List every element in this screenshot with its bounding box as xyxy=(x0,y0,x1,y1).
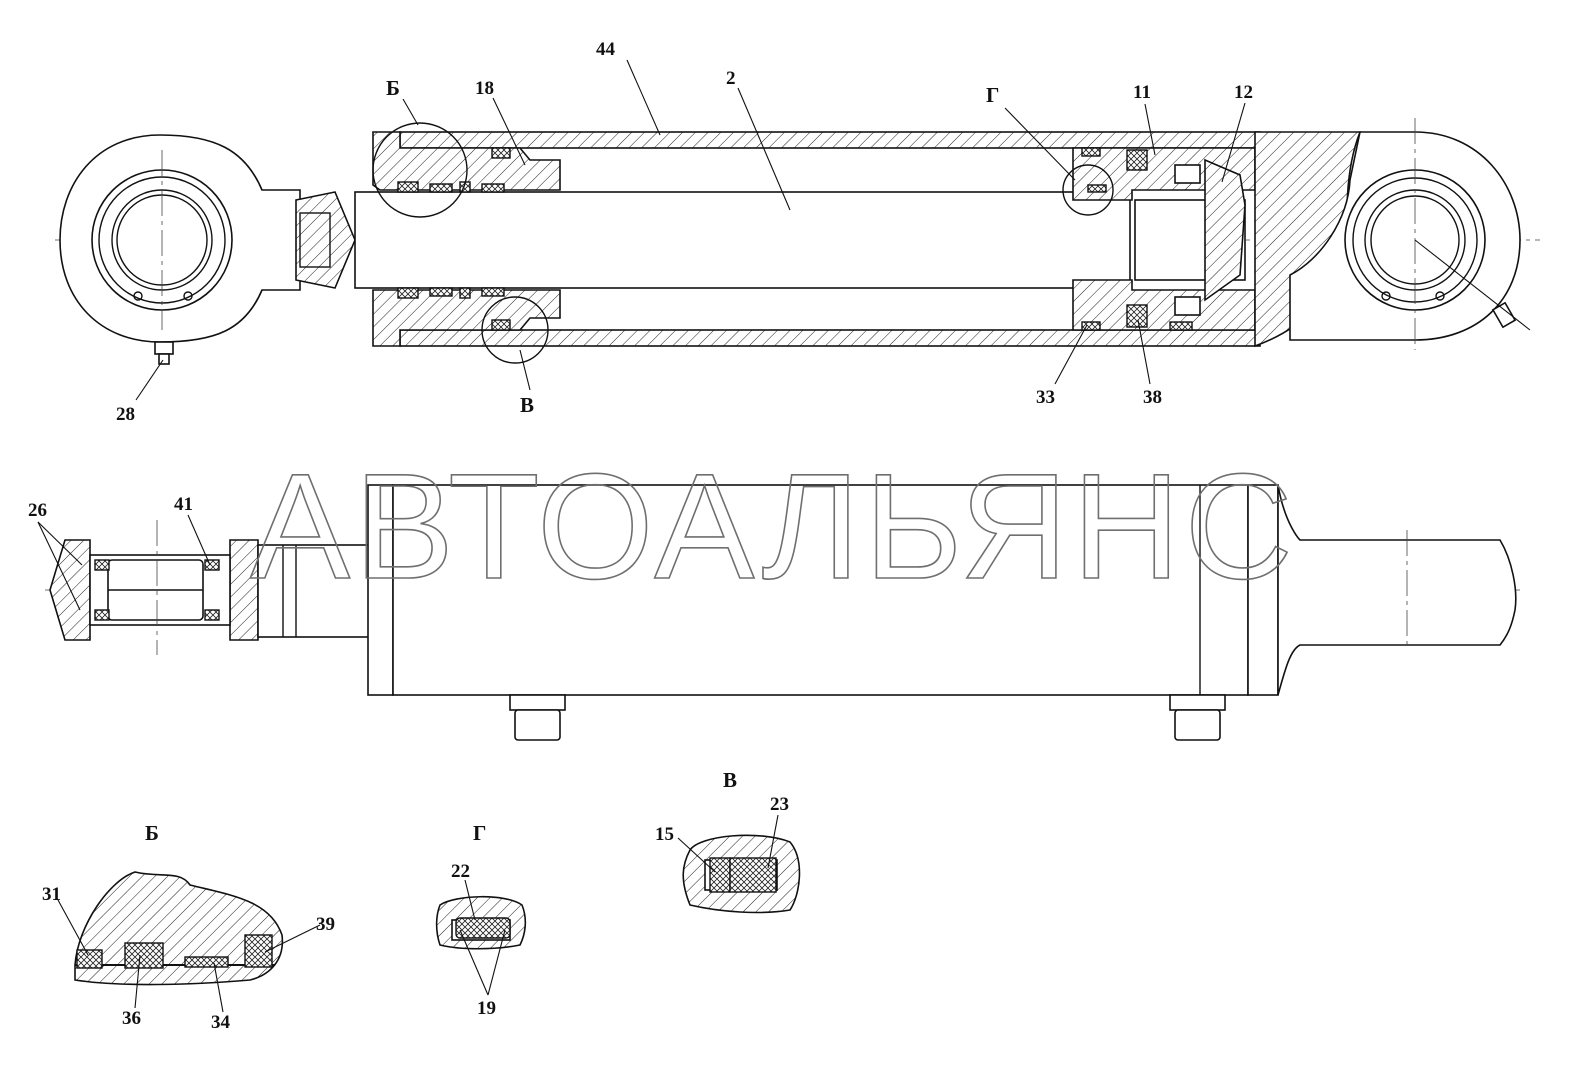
label-36: 36 xyxy=(122,1008,141,1029)
label-G-top: Г xyxy=(986,83,999,107)
piston-rod xyxy=(354,191,1131,289)
watermark: АВТОАЛЬЯНС xyxy=(250,442,1297,610)
label-44: 44 xyxy=(596,39,616,60)
cylinder-body xyxy=(392,484,1249,696)
label-23: 23 xyxy=(770,794,789,815)
detail-V xyxy=(677,814,801,914)
gland-bottom xyxy=(372,289,561,347)
side-eye-right xyxy=(1277,484,1517,696)
detail-circle-G xyxy=(1062,164,1114,216)
label-V-detail: В xyxy=(723,768,737,792)
detail-B xyxy=(57,871,321,1013)
label-B-top: Б xyxy=(386,76,400,100)
label-G-detail: Г xyxy=(473,821,486,845)
label-34: 34 xyxy=(211,1012,231,1033)
labels: 44 2 Б 18 Г 11 12 28 В 33 38 26 41 В 23 … xyxy=(28,39,1253,1033)
label-B-detail: Б xyxy=(145,821,159,845)
label-2: 2 xyxy=(726,68,736,89)
rod-end-fitting xyxy=(295,191,356,289)
label-41: 41 xyxy=(174,494,193,515)
label-22: 22 xyxy=(451,861,470,882)
piston-seals xyxy=(1081,147,1193,331)
gland-seals xyxy=(397,147,511,331)
label-18: 18 xyxy=(475,78,494,99)
port-fitting-right xyxy=(1174,709,1221,741)
label-V-top: В xyxy=(520,393,534,417)
tube-wall-bottom xyxy=(399,329,1261,347)
label-39: 39 xyxy=(316,914,335,935)
label-19: 19 xyxy=(477,998,496,1019)
label-38: 38 xyxy=(1143,387,1162,408)
label-28: 28 xyxy=(116,404,135,425)
detail-circle-V xyxy=(481,296,549,364)
label-12: 12 xyxy=(1234,82,1253,103)
detail-circle-B xyxy=(372,122,468,218)
detail-G xyxy=(435,879,527,996)
label-26: 26 xyxy=(28,500,47,521)
section-view xyxy=(55,59,1540,401)
label-11: 11 xyxy=(1133,82,1151,103)
label-31: 31 xyxy=(42,884,61,905)
side-view xyxy=(37,484,1525,741)
port-fitting-left xyxy=(514,709,561,741)
tube-wall-top xyxy=(399,131,1261,149)
label-15: 15 xyxy=(655,824,674,845)
left-eye xyxy=(59,134,301,365)
label-33: 33 xyxy=(1036,387,1055,408)
